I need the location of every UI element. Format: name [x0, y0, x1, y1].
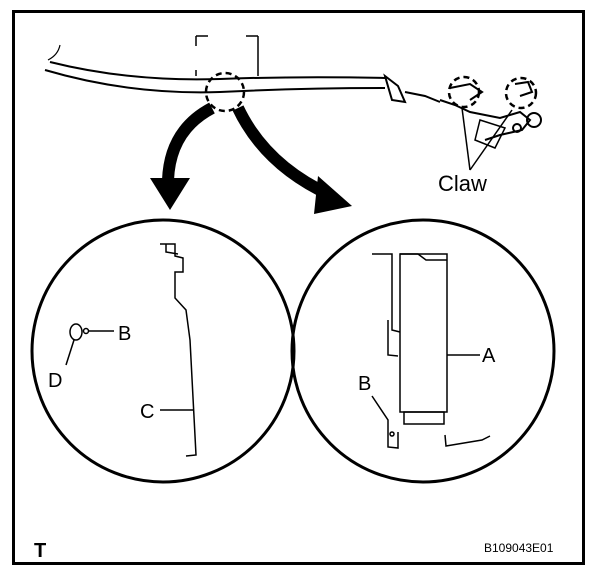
detail-markers: [204, 71, 538, 113]
figure-frame: [12, 10, 585, 565]
label-b-left: B: [118, 323, 131, 345]
arrow-right: [232, 105, 352, 214]
corner-mark: T: [34, 540, 46, 562]
bracket-box: [195, 35, 259, 76]
label-d: D: [48, 370, 62, 392]
right-detail-parts: [371, 253, 491, 449]
label-a: A: [482, 345, 496, 367]
detail-circle-left: [30, 218, 296, 484]
claw-leaders: [461, 107, 513, 171]
label-c: C: [140, 401, 154, 423]
left-detail-parts: [65, 243, 197, 457]
detail-circle-right: [290, 218, 556, 484]
label-b-right: B: [358, 373, 371, 395]
cable-assembly: [44, 44, 542, 149]
arrow-left: [150, 102, 215, 210]
label-claw: Claw: [438, 171, 487, 196]
figure-code: B109043E01: [484, 541, 554, 555]
